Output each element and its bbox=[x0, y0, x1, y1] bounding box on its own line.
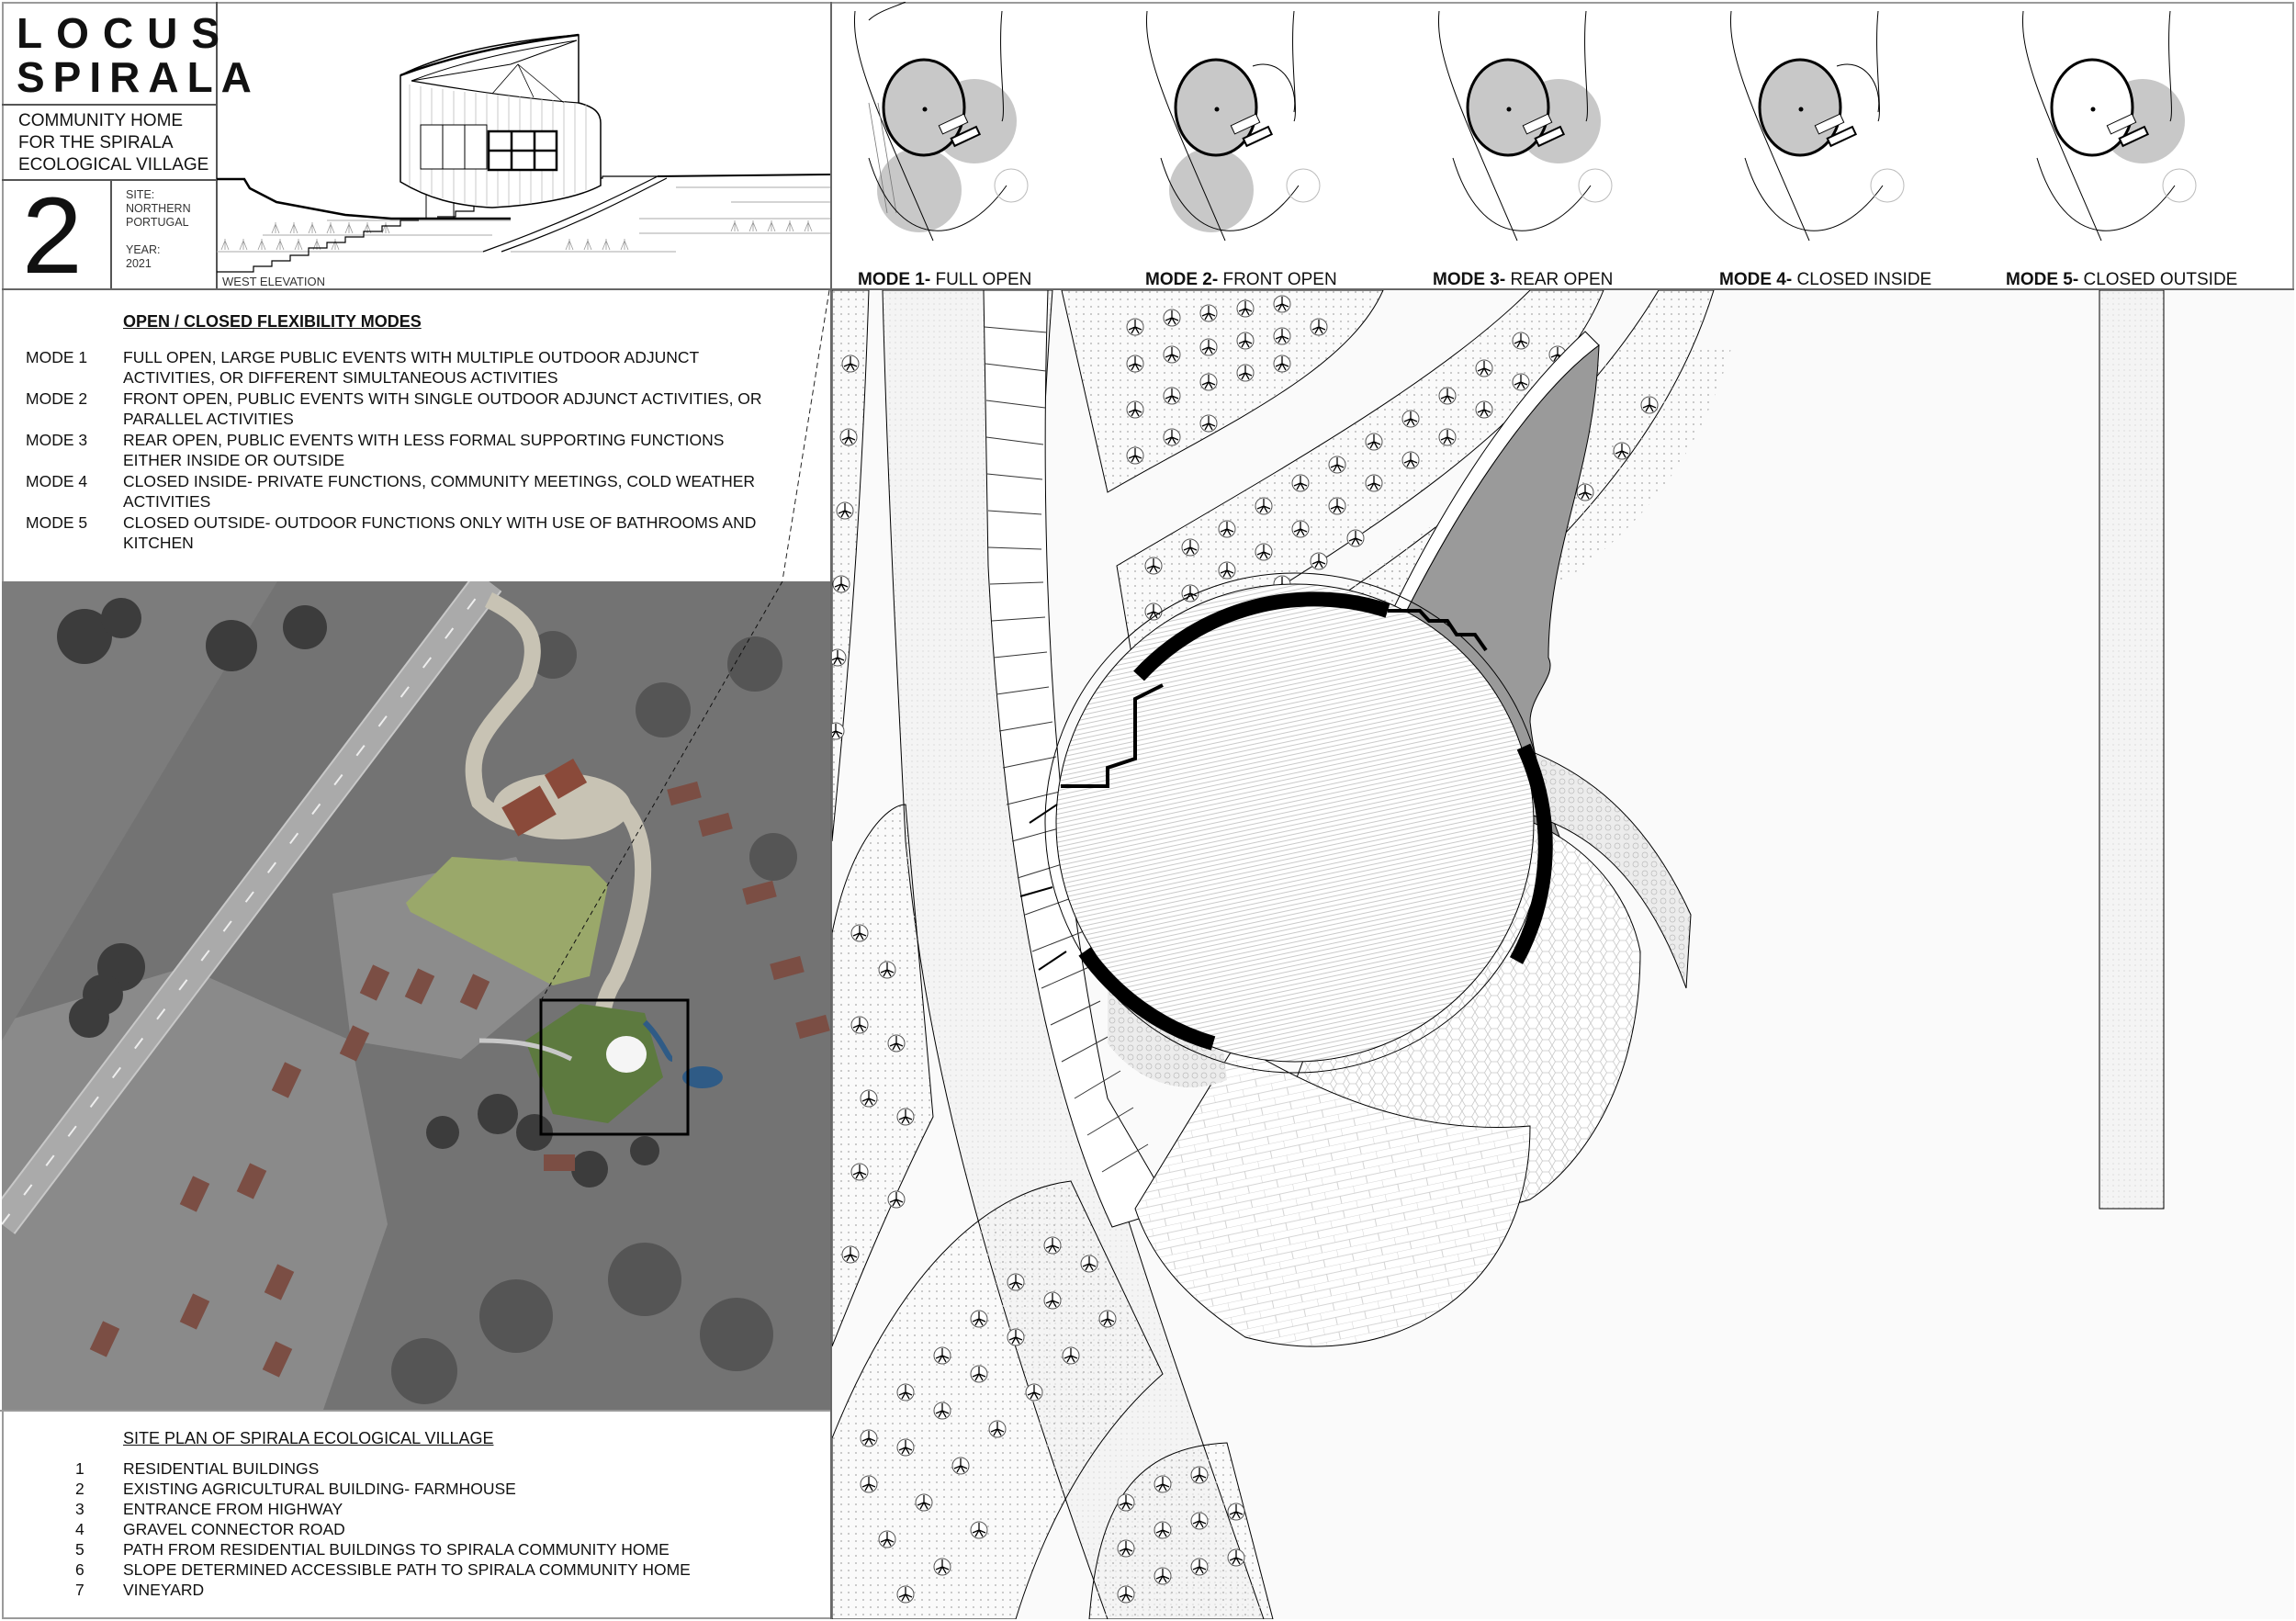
mode-4-caption: MODE 4- CLOSED INSIDE bbox=[1719, 270, 1931, 290]
mode-key: MODE 4 bbox=[26, 472, 88, 490]
project-title-line1: LOCUS bbox=[17, 9, 233, 57]
legend-text: RESIDENTIAL BUILDINGS bbox=[123, 1459, 320, 1478]
divider-left-column bbox=[830, 2, 832, 1619]
mode-2-caption: MODE 2- FRONT OPEN bbox=[1145, 270, 1337, 290]
mode-2-prefix: MODE 2- bbox=[1145, 270, 1219, 289]
mode-3-name: REAR OPEN bbox=[1510, 270, 1614, 289]
subtitle-line: ECOLOGICAL VILLAGE bbox=[18, 155, 209, 174]
mode-2-name: FRONT OPEN bbox=[1222, 270, 1337, 289]
mode-text: FRONT OPEN, PUBLIC EVENTS WITH SINGLE OU… bbox=[123, 389, 762, 428]
mode-5-name: CLOSED OUTSIDE bbox=[2083, 270, 2238, 289]
elevation-label: WEST ELEVATION bbox=[222, 275, 325, 288]
mode-1-caption: MODE 1- FULL OPEN bbox=[858, 270, 1031, 290]
year-label: YEAR: bbox=[126, 243, 161, 256]
legend-top-border bbox=[0, 1410, 830, 1412]
legend-key: 7 bbox=[75, 1581, 84, 1599]
mode-3-caption: MODE 3- REAR OPEN bbox=[1433, 270, 1613, 290]
subtitle-line: FOR THE SPIRALA bbox=[18, 133, 174, 152]
legend-text: GRAVEL CONNECTOR ROAD bbox=[123, 1520, 345, 1538]
title-divider-3 bbox=[110, 179, 112, 288]
legend-text: EXISTING AGRICULTURAL BUILDING- FARMHOUS… bbox=[123, 1480, 516, 1498]
mode-4-prefix: MODE 4- bbox=[1719, 270, 1793, 289]
subtitle-line: COMMUNITY HOME bbox=[18, 111, 184, 130]
legend-key: 6 bbox=[75, 1560, 84, 1579]
mode-key: MODE 5 bbox=[26, 513, 88, 532]
mode-3-prefix: MODE 3- bbox=[1433, 270, 1506, 289]
site-info: SITE: NORTHERN PORTUGAL YEAR: 2021 bbox=[126, 188, 191, 271]
legend-key: 2 bbox=[75, 1480, 84, 1498]
flexibility-modes-section: OPEN / CLOSED FLEXIBILITY MODES MODE 1 FU… bbox=[0, 290, 830, 580]
west-elevation-drawing: WEST ELEVATION bbox=[217, 2, 831, 288]
aerial-map-svg bbox=[2, 581, 830, 1410]
mode-5-prefix: MODE 5- bbox=[2006, 270, 2079, 289]
sheet-number: 2 bbox=[22, 175, 83, 297]
aerial-site-image bbox=[2, 581, 830, 1410]
mode-text: CLOSED INSIDE- PRIVATE FUNCTIONS, COMMUN… bbox=[123, 472, 756, 511]
flexibility-modes-heading: OPEN / CLOSED FLEXIBILITY MODES bbox=[123, 312, 422, 331]
plan-svg bbox=[832, 290, 2294, 1619]
mode-key: MODE 3 bbox=[26, 431, 88, 449]
leader-dashed-line bbox=[782, 290, 830, 580]
mode-key: MODE 2 bbox=[26, 389, 88, 408]
site-plan-legend: SITE PLAN OF SPIRALA ECOLOGICAL VILLAGE … bbox=[0, 1410, 830, 1621]
mode-2-plan-icon bbox=[1145, 10, 1321, 242]
title-block: LOCUS SPIRALA COMMUNITY HOME FOR THE SPI… bbox=[2, 2, 252, 296]
mode-4-plan-icon bbox=[1729, 10, 1905, 242]
legend-text: SLOPE DETERMINED ACCESSIBLE PATH TO SPIR… bbox=[123, 1560, 691, 1579]
legend-text: PATH FROM RESIDENTIAL BUILDINGS TO SPIRA… bbox=[123, 1540, 670, 1559]
legend-key: 4 bbox=[75, 1520, 84, 1538]
mode-diagram-4 bbox=[1708, 2, 2000, 288]
mode-5-plan-icon bbox=[2021, 10, 2197, 242]
legend-key: 5 bbox=[75, 1540, 84, 1559]
mode-text: REAR OPEN, PUBLIC EVENTS WITH LESS FORMA… bbox=[123, 431, 725, 469]
mode-diagram-5 bbox=[2000, 2, 2292, 288]
legend-key: 1 bbox=[75, 1459, 84, 1478]
project-subtitle: COMMUNITY HOME FOR THE SPIRALA ECOLOGICA… bbox=[18, 110, 208, 176]
year-value: 2021 bbox=[126, 257, 152, 270]
legend-key: 3 bbox=[75, 1500, 84, 1518]
mode-diagrams-row: MODE 1- FULL OPEN MODE 2- FRONT OPEN MOD… bbox=[832, 1, 2294, 290]
mode-1-name: FULL OPEN bbox=[935, 270, 1032, 289]
mode-key: MODE 1 bbox=[26, 348, 88, 366]
site-value: PORTUGAL bbox=[126, 216, 189, 229]
mode-diagram-2 bbox=[1124, 2, 1416, 288]
legend-text: ENTRANCE FROM HIGHWAY bbox=[123, 1500, 343, 1518]
mode-1-prefix: MODE 1- bbox=[858, 270, 931, 289]
site-plan-heading: SITE PLAN OF SPIRALA ECOLOGICAL VILLAGE bbox=[123, 1429, 494, 1447]
mode-3-plan-icon bbox=[1437, 10, 1613, 242]
divider-header bbox=[2, 288, 2294, 290]
mode-5-caption: MODE 5- CLOSED OUTSIDE bbox=[2006, 270, 2237, 290]
mode-text: CLOSED OUTSIDE- OUTDOOR FUNCTIONS ONLY W… bbox=[123, 513, 757, 552]
mode-text: FULL OPEN, LARGE PUBLIC EVENTS WITH MULT… bbox=[123, 348, 699, 387]
mode-1-plan-icon bbox=[853, 1, 1029, 242]
site-value: NORTHERN bbox=[126, 202, 191, 215]
mode-4-name: CLOSED INSIDE bbox=[1796, 270, 1932, 289]
legend-text: VINEYARD bbox=[123, 1581, 205, 1599]
main-floor-plan bbox=[832, 290, 2294, 1619]
elevation-svg bbox=[217, 33, 831, 273]
title-block-right-edge bbox=[216, 2, 218, 288]
title-divider-2 bbox=[2, 179, 216, 181]
mode-diagram-3 bbox=[1416, 2, 1708, 288]
title-divider-1 bbox=[2, 104, 216, 106]
project-title-line2: SPIRALA bbox=[17, 53, 260, 101]
mode-diagram-1 bbox=[832, 1, 1124, 288]
site-label: SITE: bbox=[126, 188, 155, 201]
